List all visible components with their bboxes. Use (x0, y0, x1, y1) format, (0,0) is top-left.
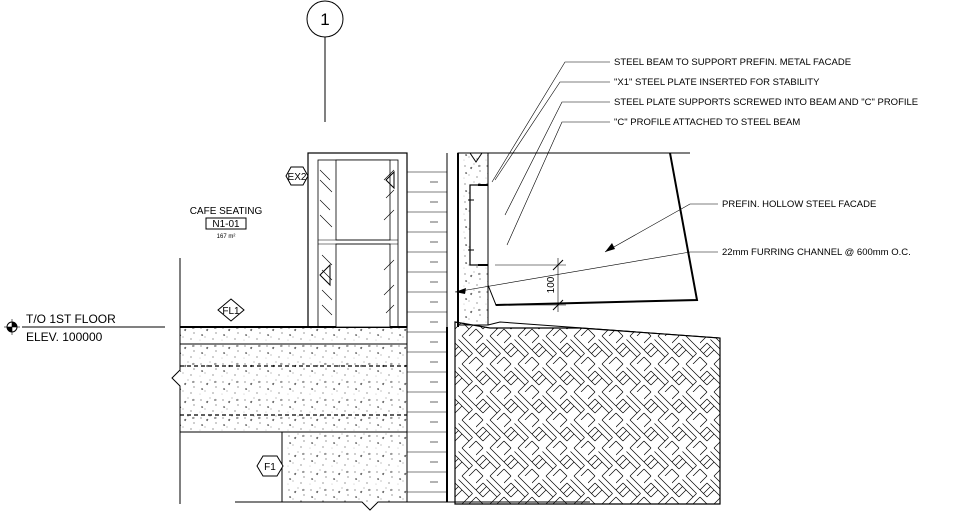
annotation-notes: STEEL BEAM TO SUPPORT PREFIN. METAL FACA… (614, 57, 918, 258)
leader-lines (454, 61, 718, 294)
footing (235, 431, 590, 511)
note-plate-supports: STEEL PLATE SUPPORTS SCREWED INTO BEAM A… (614, 97, 918, 108)
wall-tag: EX2 (285, 166, 309, 186)
steel-facade (487, 152, 698, 306)
facade-outline (495, 152, 699, 306)
interior-wall (307, 152, 408, 328)
note-hollow-facade: PREFIN. HOLLOW STEEL FACADE (722, 199, 876, 210)
note-x1-plate: "X1" STEEL PLATE INSERTED FOR STABILITY (614, 77, 820, 88)
level-elevation: ELEV. 100000 (26, 330, 103, 344)
floor-tag-label: FL1 (222, 306, 240, 317)
floor-tag: FL1 (217, 298, 245, 322)
note-steel-beam: STEEL BEAM TO SUPPORT PREFIN. METAL FACA… (614, 57, 851, 68)
room-number: N1-01 (212, 219, 240, 230)
note-furring-channel: 22mm FURRING CHANNEL @ 600mm O.C. (722, 247, 911, 258)
grid-label: 1 (320, 10, 329, 29)
dimension-value: 100 (546, 276, 557, 293)
ground-earth (454, 321, 721, 505)
room-tag: CAFE SEATING N1-01 167 m² (190, 206, 263, 240)
level-name: T/O 1ST FLOOR (26, 312, 116, 326)
dimension-100: 100 (495, 258, 566, 312)
note-c-profile: "C" PROFILE ATTACHED TO STEEL BEAM (614, 117, 800, 128)
exterior-wall (406, 153, 459, 502)
level-marker: T/O 1ST FLOOR ELEV. 100000 (4, 312, 165, 344)
room-area: 167 m² (217, 234, 236, 240)
wall-tag-label: EX2 (288, 172, 307, 183)
grid-line-1: 1 (306, 0, 344, 122)
floor-slab (171, 258, 407, 504)
footing-tag: F1 (256, 455, 284, 477)
footing-tag-label: F1 (264, 462, 276, 473)
room-name: CAFE SEATING (190, 206, 263, 217)
